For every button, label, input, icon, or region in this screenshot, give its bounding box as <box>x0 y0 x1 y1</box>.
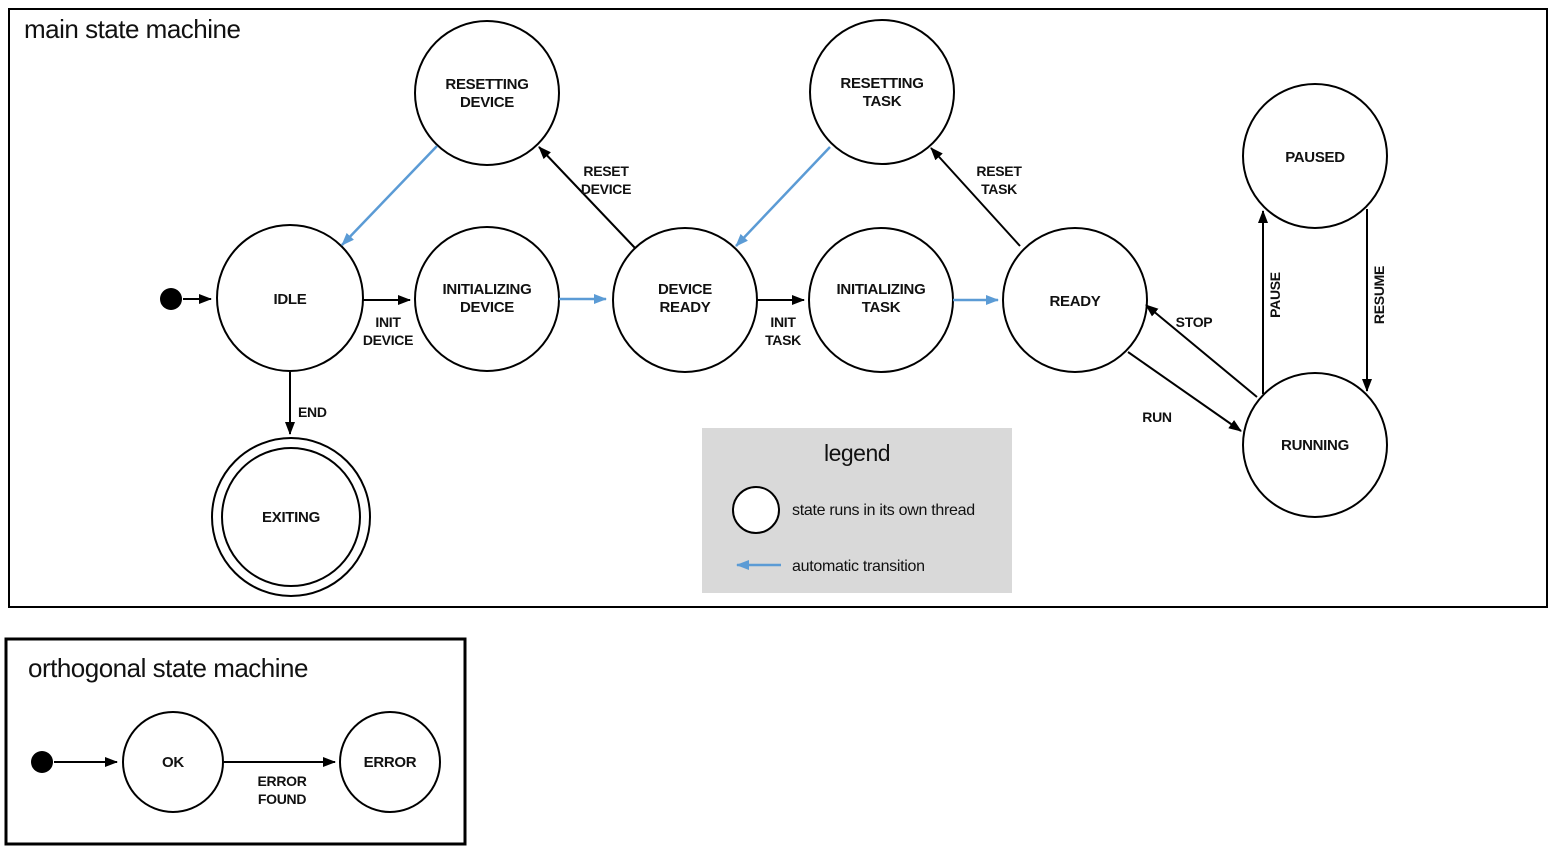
state-resetting-device-label-2: DEVICE <box>460 94 514 111</box>
state-idle <box>216 224 364 372</box>
transition-reset-task-label-2: TASK <box>981 181 1017 197</box>
transition-reset-device <box>538 146 636 249</box>
state-resetting-device <box>414 20 560 166</box>
state-initializing-task-label-2: TASK <box>862 299 901 316</box>
state-ok <box>122 711 224 813</box>
transition-reset-device-label-2: DEVICE <box>581 181 631 197</box>
state-idle-label: IDLE <box>274 291 307 308</box>
transition-resume-label: RESUME <box>1371 266 1387 324</box>
state-running-label: RUNNING <box>1281 437 1349 454</box>
transition-run-label: RUN <box>1142 409 1172 425</box>
transition-pause-label: PAUSE <box>1267 272 1283 318</box>
transition-reset-device-label-1: RESET <box>583 163 629 179</box>
state-ok-label: OK <box>162 754 184 771</box>
state-error-label: ERROR <box>364 754 417 771</box>
main-frame-title: main state machine <box>24 14 240 44</box>
transition-reset-task-label-1: RESET <box>976 163 1022 179</box>
state-ready <box>1002 227 1148 373</box>
transition-init-device-label-1: INIT <box>375 314 401 330</box>
transition-end-label: END <box>298 404 327 420</box>
transition-stop <box>1145 304 1258 398</box>
state-resetting-task <box>809 19 955 165</box>
orthogonal-frame <box>4 637 467 846</box>
main-frame <box>8 8 1548 608</box>
state-resetting-device-label-1: RESETTING <box>445 76 528 93</box>
initial-state-dot <box>160 288 182 310</box>
auto-transition-resetting-device-to-idle <box>341 145 438 246</box>
state-initializing-device-label-2: DEVICE <box>460 299 514 316</box>
legend-auto-label: automatic transition <box>792 558 925 575</box>
state-initializing-device-label-1: INITIALIZING <box>443 281 532 298</box>
auto-transition-resetting-task-to-device-ready <box>735 146 831 247</box>
legend-thread-state-icon <box>732 486 780 534</box>
transition-init-task-label-2: TASK <box>765 332 801 348</box>
transition-error-found-label-1: ERROR <box>257 773 306 789</box>
state-error <box>339 711 441 813</box>
state-paused <box>1242 83 1388 229</box>
transition-init-task-label-1: INIT <box>770 314 796 330</box>
state-ready-label: READY <box>1049 293 1100 310</box>
transition-reset-task <box>930 147 1021 247</box>
state-exiting-label: EXITING <box>262 509 320 526</box>
legend-title: legend <box>824 440 890 466</box>
state-resetting-task-label-1: RESETTING <box>840 75 923 92</box>
orthogonal-initial-state-dot <box>31 751 53 773</box>
transition-stop-label: STOP <box>1176 314 1213 330</box>
transition-error-found-label-2: FOUND <box>258 791 306 807</box>
state-initializing-task-label-1: INITIALIZING <box>837 281 926 298</box>
state-device-ready-label-2: READY <box>659 299 710 316</box>
state-device-ready-label-1: DEVICE <box>658 281 712 298</box>
state-running <box>1242 372 1388 518</box>
legend-thread-label: state runs in its own thread <box>792 502 975 519</box>
state-resetting-task-label-2: TASK <box>863 93 902 110</box>
state-paused-label: PAUSED <box>1285 149 1345 166</box>
state-exiting <box>221 447 361 587</box>
orthogonal-frame-title: orthogonal state machine <box>28 653 308 683</box>
transition-init-device-label-2: DEVICE <box>363 332 413 348</box>
transition-run <box>1127 351 1242 432</box>
